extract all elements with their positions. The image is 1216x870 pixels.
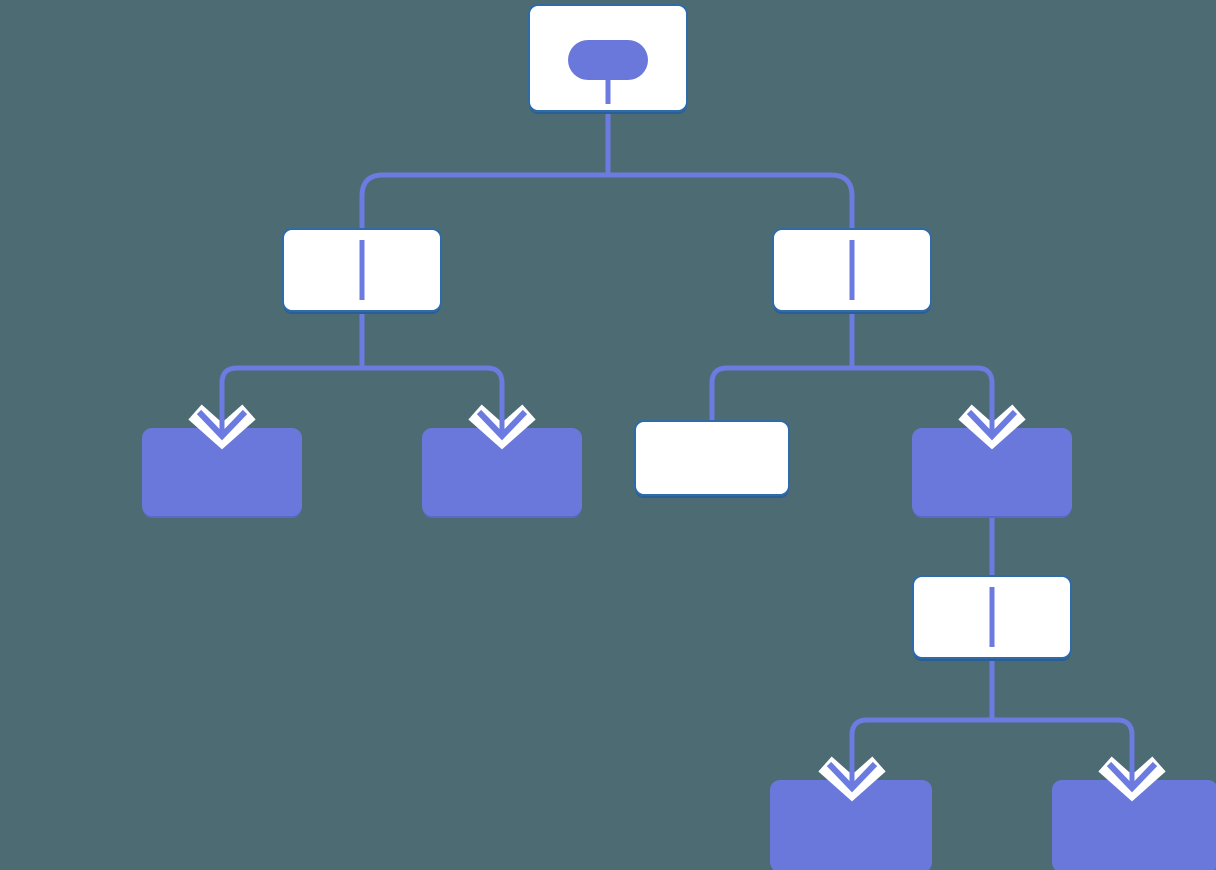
branch-node-right[interactable] [772,228,932,312]
pass-through-node[interactable] [634,420,790,496]
root-pill[interactable] [568,40,648,80]
leaf-node-2[interactable] [422,428,582,516]
root-node[interactable] [528,4,688,112]
leaf-node-3[interactable] [770,780,932,870]
branch-node-left[interactable] [282,228,442,312]
leaf-node-4[interactable] [1052,780,1216,870]
leaf-node-1[interactable] [142,428,302,516]
subtree-branch-node[interactable] [912,575,1072,659]
subtree-node[interactable] [912,428,1072,516]
